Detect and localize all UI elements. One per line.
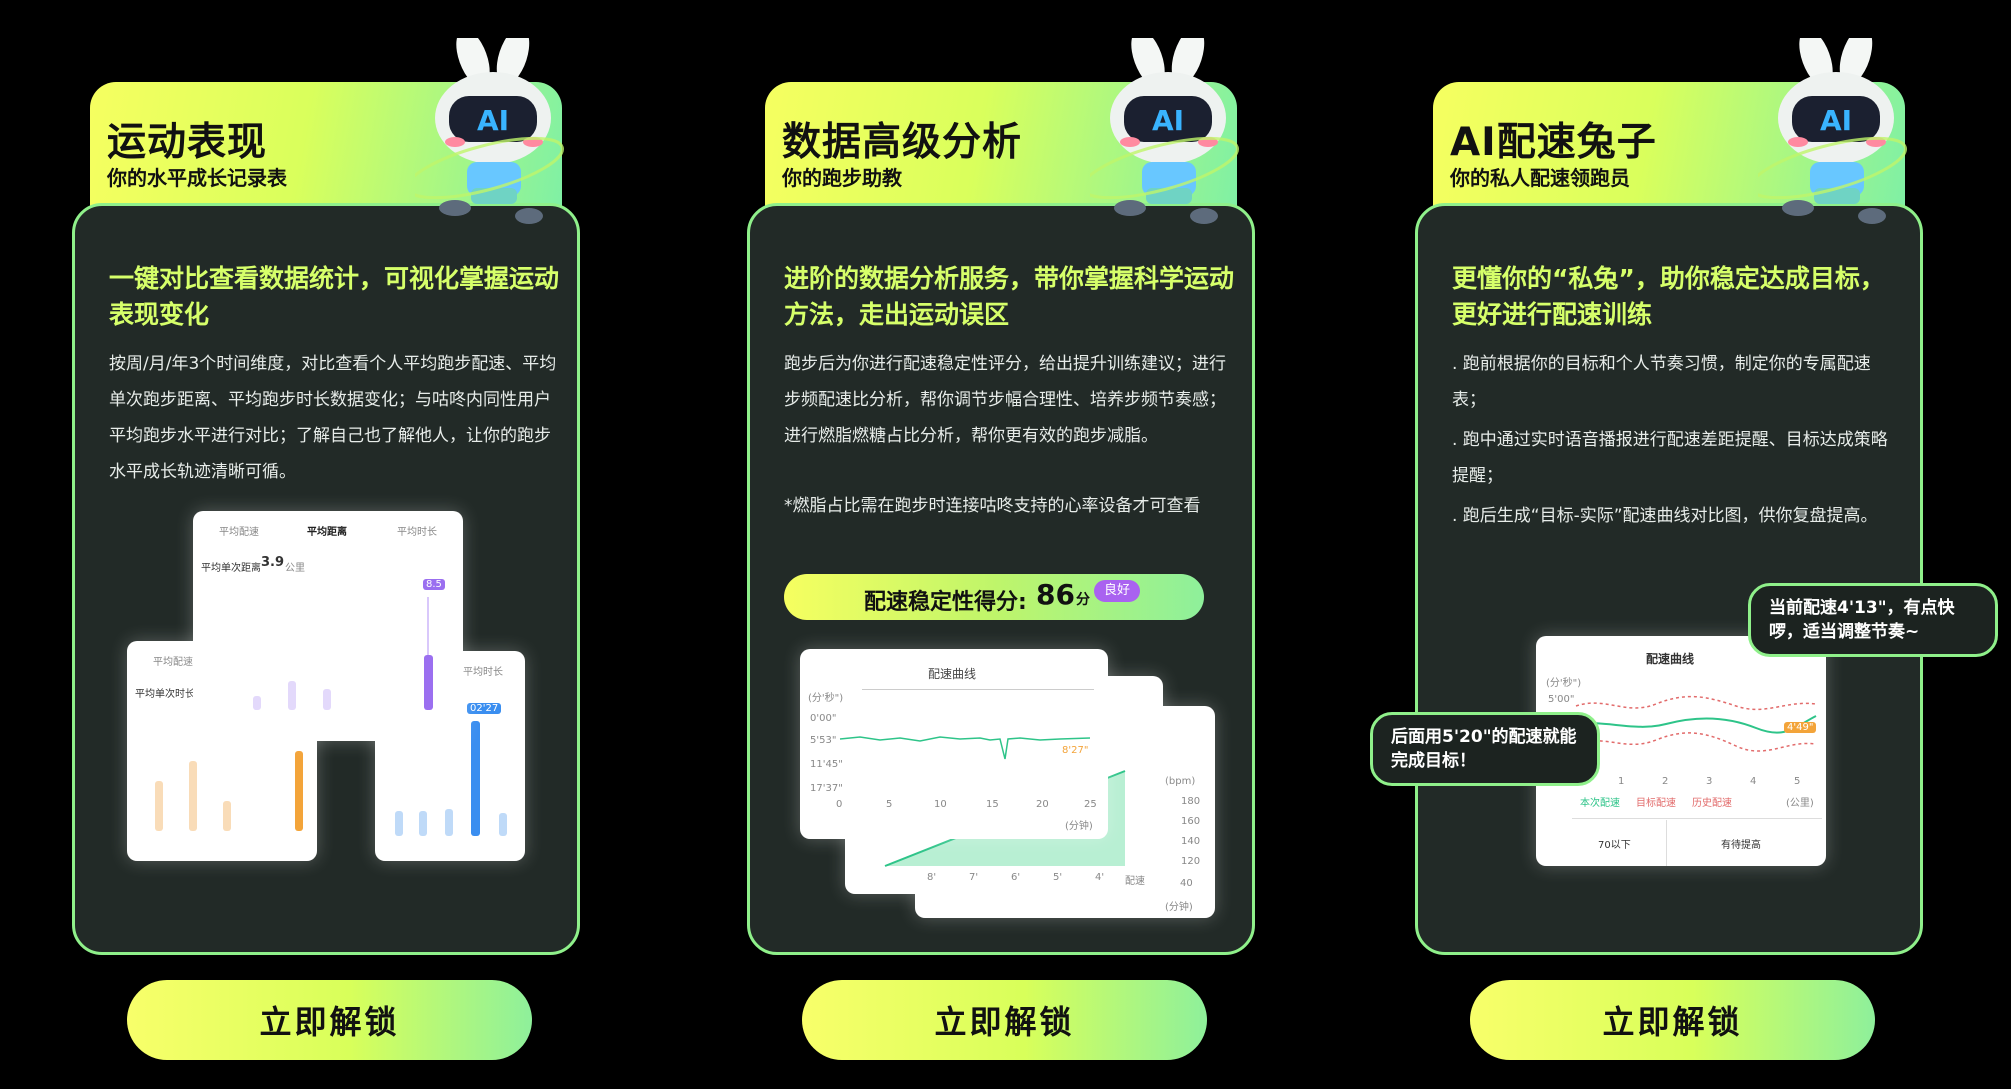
- score-badge: 良好: [1094, 580, 1141, 602]
- card-headline: 一键对比查看数据统计，可视化掌握运动表现变化: [109, 264, 560, 329]
- mock-tick: 6': [1011, 872, 1021, 883]
- score-unit: 分: [1076, 592, 1090, 608]
- score-value: 86: [1036, 578, 1075, 611]
- mock-tick: 25: [1084, 799, 1097, 810]
- mock-tick: 11'45": [810, 759, 843, 770]
- mock-unit: (分钟): [1065, 821, 1093, 832]
- mock-tick: 4': [1095, 872, 1105, 883]
- mock-tick: 160: [1181, 816, 1201, 827]
- feature-bullet-list: . 跑前根据你的目标和个人节奏习惯，制定你的专属配速表； . 跑中通过实时语音播…: [1452, 346, 1900, 538]
- ai-rabbit-mascot-icon: [1090, 38, 1245, 226]
- mock-tick: 3: [1706, 776, 1713, 787]
- mock-tick: 2: [1662, 776, 1669, 787]
- unlock-button[interactable]: 立即解锁: [802, 980, 1207, 1060]
- mock-metric-value: 3.9: [261, 555, 285, 570]
- card-note: *燃脂占比需在跑步时连接咕咚支持的心率设备才可查看: [784, 496, 1201, 516]
- mock-pace-chart: 配速曲线 (分'秒") 0'00" 5'53" 11'45" 17'37" 8'…: [800, 649, 1108, 839]
- mock-tab-active[interactable]: 平均距离: [307, 527, 347, 538]
- ai-rabbit-mascot-icon: [415, 38, 570, 226]
- mock-unit: (bpm): [1165, 776, 1196, 787]
- feature-card-performance: 一键对比查看数据统计，可视化掌握运动表现变化 按周/月/年3个时间维度，对比查看…: [70, 0, 594, 1089]
- mock-unit: (公里): [1786, 798, 1814, 809]
- card-headline: 更懂你的“私兔”，助你稳定达成目标，更好进行配速训练: [1452, 264, 1885, 329]
- card-title: 数据高级分析: [782, 120, 1023, 165]
- feature-card-ai-pace-rabbit: 更懂你的“私兔”，助你稳定达成目标，更好进行配速训练 . 跑前根据你的目标和个人…: [1370, 0, 1998, 1089]
- mock-chart-title: 配速曲线: [1646, 652, 1695, 666]
- mock-tab: 平均配速: [153, 657, 193, 668]
- card-subtitle: 你的跑步助教: [782, 166, 902, 190]
- mock-tick: 配速: [1125, 876, 1145, 887]
- feature-bullet: . 跑后生成“目标-实际”配速曲线对比图，供你复盘提高。: [1452, 506, 1878, 526]
- unlock-button[interactable]: 立即解锁: [1470, 980, 1875, 1060]
- mock-pace-curve: 配速曲线 (分'秒") 5'00" 4'49" 1 2 3 4 5 本次配速 目…: [1536, 636, 1826, 866]
- speech-bubble-current-pace: 当前配速4'13"，有点快啰，适当调整节奏~: [1748, 583, 1998, 657]
- mock-tick: 40: [1180, 878, 1193, 889]
- mock-tick: 10: [934, 799, 947, 810]
- card-panel: 进阶的数据分析服务，带你掌握科学运动方法，走出运动误区 跑步后为你进行配速稳定性…: [747, 203, 1255, 955]
- speech-bubble-target-pace: 后面用5'20"的配速就能完成目标！: [1370, 712, 1600, 786]
- mock-tick: 180: [1181, 796, 1201, 807]
- mock-footer-right: 有待提高: [1721, 840, 1761, 851]
- card-panel: 一键对比查看数据统计，可视化掌握运动表现变化 按周/月/年3个时间维度，对比查看…: [72, 203, 580, 955]
- mock-tick: 5'00": [1548, 694, 1575, 705]
- mock-tick: 120: [1181, 856, 1201, 867]
- mock-peak-label: 8.5: [423, 579, 445, 590]
- mock-unit: (分钟): [1165, 902, 1193, 913]
- mock-tab: 平均时长: [463, 667, 503, 678]
- mock-tick: 17'37": [810, 783, 843, 794]
- score-label: 配速稳定性得分:: [864, 590, 1027, 615]
- mock-tick: 0: [836, 799, 843, 810]
- mock-legend-item: 历史配速: [1692, 798, 1732, 809]
- card-title: 运动表现: [107, 120, 268, 165]
- mock-value-label: 4'49": [1784, 722, 1817, 733]
- card-subtitle: 你的水平成长记录表: [107, 166, 287, 190]
- feature-bullet: . 跑中通过实时语音播报进行配速差距提醒、目标达成策略提醒；: [1452, 430, 1888, 486]
- mock-tab: 平均时长: [397, 527, 437, 538]
- card-panel: 更懂你的“私兔”，助你稳定达成目标，更好进行配速训练 . 跑前根据你的目标和个人…: [1370, 203, 1998, 955]
- mock-legend-item: 目标配速: [1636, 798, 1676, 809]
- card-description: 按周/月/年3个时间维度，对比查看个人平均跑步配速、平均单次跑步距离、平均跑步时…: [109, 354, 557, 482]
- mock-chart-title: 配速曲线: [928, 667, 977, 681]
- mock-tick: 15: [986, 799, 999, 810]
- mock-tick: 7': [969, 872, 979, 883]
- mock-tick: 5: [886, 799, 893, 810]
- mock-tick: 5: [1794, 776, 1801, 787]
- mock-chart-front: 平均配速 平均距离 平均时长 平均单次距离 3.9 公里 8.5: [193, 511, 463, 741]
- unlock-button[interactable]: 立即解锁: [127, 980, 532, 1060]
- mock-value-label: 8'27": [1062, 745, 1089, 756]
- card-headline: 进阶的数据分析服务，带你掌握科学运动方法，走出运动误区: [784, 264, 1235, 329]
- mock-tick: 8': [927, 872, 937, 883]
- mock-legend-item: 本次配速: [1580, 798, 1620, 809]
- card-subtitle: 你的私人配速领跑员: [1450, 166, 1630, 190]
- pace-stability-score: 配速稳定性得分: 86 分 良好: [784, 574, 1204, 620]
- mock-pace-line: [839, 736, 1091, 760]
- card-description: 跑步后为你进行配速稳定性评分，给出提升训练建议；进行步频配速比分析，帮你调节步幅…: [784, 354, 1226, 446]
- mock-tab: 平均配速: [219, 527, 259, 538]
- mock-tick: 5'53": [810, 735, 837, 746]
- mock-unit: (分'秒"): [808, 693, 844, 704]
- mock-unit: (分'秒"): [1546, 678, 1582, 689]
- feature-card-advanced-analysis: 进阶的数据分析服务，带你掌握科学运动方法，走出运动误区 跑步后为你进行配速稳定性…: [745, 0, 1269, 1089]
- mock-tick: 140: [1181, 836, 1201, 847]
- mock-tick: 4: [1750, 776, 1757, 787]
- feature-bullet: . 跑前根据你的目标和个人节奏习惯，制定你的专属配速表；: [1452, 354, 1871, 410]
- mock-metric-unit: 公里: [285, 563, 305, 574]
- mock-tick: 1: [1618, 776, 1625, 787]
- ai-rabbit-mascot-icon: [1758, 38, 1913, 226]
- mock-metric-label: 平均单次距离: [201, 563, 261, 574]
- card-title: AI配速兔子: [1450, 120, 1657, 165]
- mock-tick: 20: [1036, 799, 1049, 810]
- mock-tick: 0'00": [810, 713, 837, 724]
- mock-footer-left: 70以下: [1598, 840, 1631, 851]
- mock-peak-label: 02'27: [467, 703, 502, 714]
- mock-metric-label: 平均单次时长: [135, 689, 195, 700]
- mock-tick: 5': [1053, 872, 1063, 883]
